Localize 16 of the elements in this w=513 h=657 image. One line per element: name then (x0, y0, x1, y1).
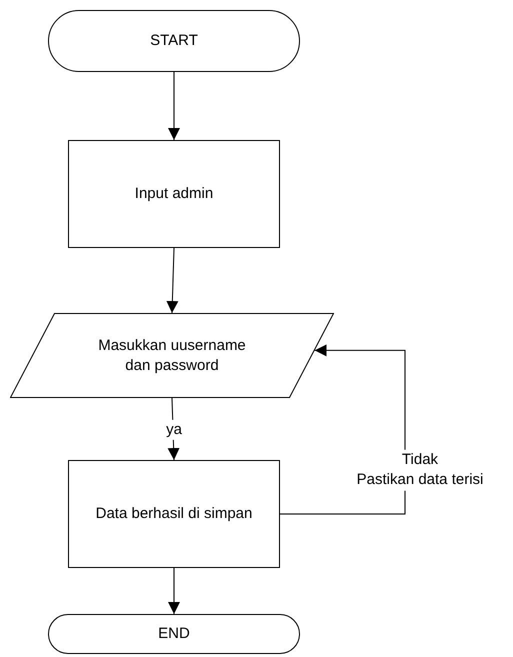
terminal-shape (48, 614, 300, 654)
arrow (166, 248, 178, 314)
process-box (68, 460, 280, 568)
node-label: Data berhasil di simpan (96, 504, 252, 524)
node-label: Masukkan uusername dan password (97, 336, 247, 375)
arrow (168, 568, 180, 614)
edge-label: ya (166, 420, 182, 440)
arrow (168, 72, 180, 140)
edge-label: Tidak Pastikan data terisi (356, 450, 484, 490)
input-parallelogram (10, 313, 334, 398)
arrow (168, 398, 180, 460)
node-label: END (158, 624, 190, 644)
arrow (280, 344, 406, 514)
node-label: START (150, 31, 198, 51)
process-box (68, 140, 280, 248)
node-label: Input admin (134, 184, 214, 204)
